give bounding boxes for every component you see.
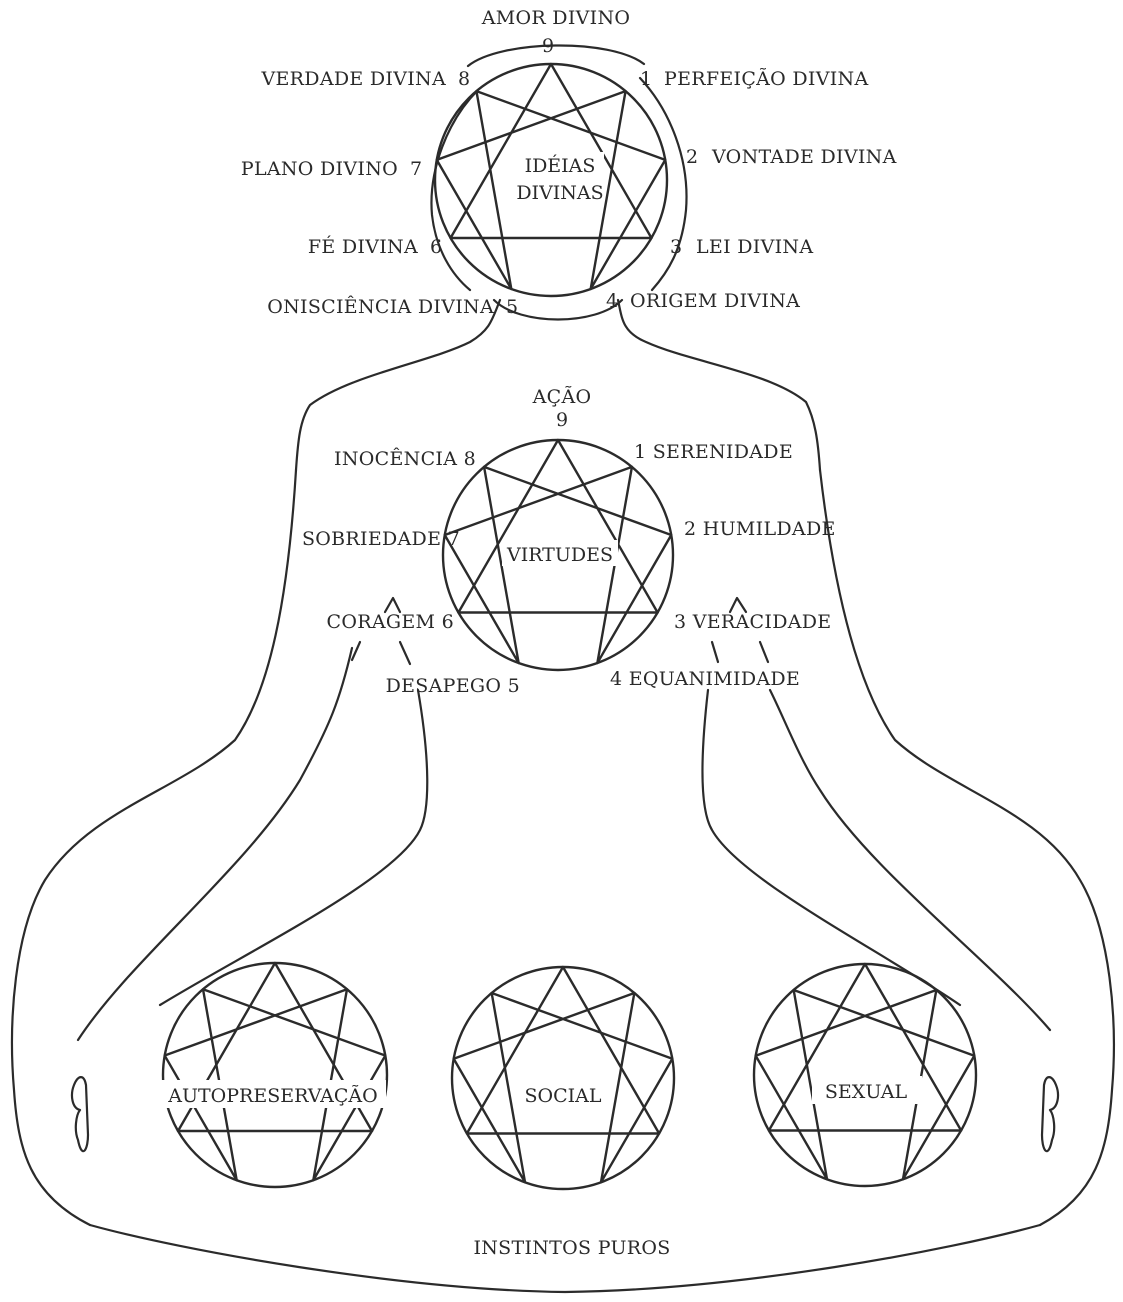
lap-label-sexual: SEXUAL xyxy=(825,1081,908,1103)
left-dash-1 xyxy=(352,642,360,660)
head-num-5: 5 xyxy=(506,296,518,318)
lap-label-social: SOCIAL xyxy=(525,1085,602,1107)
head-num-7: 7 xyxy=(410,158,422,180)
head-label-4: ORIGEM DIVINA xyxy=(630,290,800,312)
head-num-6: 6 xyxy=(430,236,442,258)
chest-num-2: 2 xyxy=(684,518,696,540)
chest-label-6: CORAGEM 6 xyxy=(327,611,454,633)
lap-enneagram-sexual xyxy=(754,964,976,1186)
chest-triangle xyxy=(458,440,657,613)
lap-label-autopreservacao: AUTOPRESERVAÇÃO xyxy=(167,1085,377,1107)
chest-center-label: VIRTUDES xyxy=(506,544,613,566)
head-labels: AMOR DIVINO 9 1 PERFEIÇÃO DIVINA 2 VONTA… xyxy=(241,7,897,318)
right-arrow-mark xyxy=(730,598,746,612)
chest-label-7: SOBRIEDADE 7 xyxy=(302,528,460,550)
chest-num-9: 9 xyxy=(556,409,568,431)
head-num-9: 9 xyxy=(542,35,554,57)
left-arrow-mark xyxy=(385,598,400,612)
head-num-8: 8 xyxy=(458,68,470,90)
neck-left xyxy=(296,300,500,470)
head-label-7: PLANO DIVINO xyxy=(241,158,398,180)
head-num-4: 4 xyxy=(606,290,618,312)
head-label-8: VERDADE DIVINA xyxy=(260,68,446,90)
chest-num-8: 8 xyxy=(464,448,476,470)
lap-bottom-label: INSTINTOS PUROS xyxy=(473,1237,670,1259)
head-triangle xyxy=(451,64,652,238)
chest-label-5: DESAPEGO 5 xyxy=(386,675,520,697)
head-label-3: LEI DIVINA xyxy=(696,236,813,258)
head-label-9: AMOR DIVINO xyxy=(481,7,631,29)
chest-label-7-text: SOBRIEDADE xyxy=(302,528,441,550)
head-label-6: FÉ DIVINA xyxy=(308,235,418,258)
chest-label-4: 4 EQUANIMIDADE xyxy=(610,668,800,690)
head-label-2: VONTADE DIVINA xyxy=(711,146,897,168)
chest-label-8: INOCÊNCIA 8 xyxy=(334,447,476,470)
lap-enneagram-autopreservacao xyxy=(163,963,387,1187)
head-arc-right xyxy=(640,78,687,290)
chest-num-5: 5 xyxy=(508,675,520,697)
chest-num-3: 3 xyxy=(674,611,686,633)
chest-label-1-text: SERENIDADE xyxy=(653,441,793,463)
lap-enneagram-social xyxy=(452,967,674,1189)
chest-num-7: 7 xyxy=(448,528,460,550)
right-dash-1 xyxy=(712,642,718,662)
torso-right xyxy=(770,690,1050,1030)
chest-label-9: AÇÃO xyxy=(532,386,592,408)
right-hand xyxy=(1042,1077,1058,1151)
right-inner-arm xyxy=(702,690,960,1005)
chest-num-1: 1 xyxy=(634,441,646,463)
lap-sexual-triangle xyxy=(769,964,961,1131)
head-num-1: 1 xyxy=(640,68,652,90)
chest-label-4-text: EQUANIMIDADE xyxy=(629,668,800,690)
lap-social-triangle xyxy=(467,967,659,1134)
head-center-line2: DIVINAS xyxy=(516,182,603,204)
left-dash-2 xyxy=(400,642,410,664)
head-label-5: ONISCIÊNCIA DIVINA xyxy=(267,295,494,318)
lap-autopreservacao-circle xyxy=(163,963,387,1187)
head-num-2: 2 xyxy=(686,146,698,168)
chest-label-8-text: INOCÊNCIA xyxy=(334,447,457,470)
chest-num-6: 6 xyxy=(442,611,454,633)
chest-label-1: 1 SERENIDADE xyxy=(634,441,793,463)
chest-label-6-text: CORAGEM xyxy=(327,611,436,633)
left-inner-arm xyxy=(160,690,427,1005)
lap-social-circle xyxy=(452,967,674,1189)
head-label-1: PERFEIÇÃO DIVINA xyxy=(664,68,869,90)
chest-num-4: 4 xyxy=(610,668,622,690)
lap-sexual-circle xyxy=(754,964,976,1186)
chest-label-3: 3 VERACIDADE xyxy=(674,611,831,633)
head-num-3: 3 xyxy=(670,236,682,258)
chest-label-2: 2 HUMILDADE xyxy=(684,518,836,540)
head-center-line1: IDÉIAS xyxy=(525,154,596,177)
right-dash-2 xyxy=(760,642,768,662)
left-arm-outer xyxy=(12,470,296,1225)
lap-labels: AUTOPRESERVAÇÃO SOCIAL SEXUAL INSTINTOS … xyxy=(160,1076,922,1259)
chest-labels: AÇÃO 9 1 SERENIDADE 2 HUMILDADE 3 VERACI… xyxy=(302,386,836,697)
chest-label-2-text: HUMILDADE xyxy=(703,518,836,540)
chest-label-3-text: VERACIDADE xyxy=(692,611,832,633)
left-hand xyxy=(72,1077,88,1151)
chest-label-5-text: DESAPEGO xyxy=(386,675,502,697)
